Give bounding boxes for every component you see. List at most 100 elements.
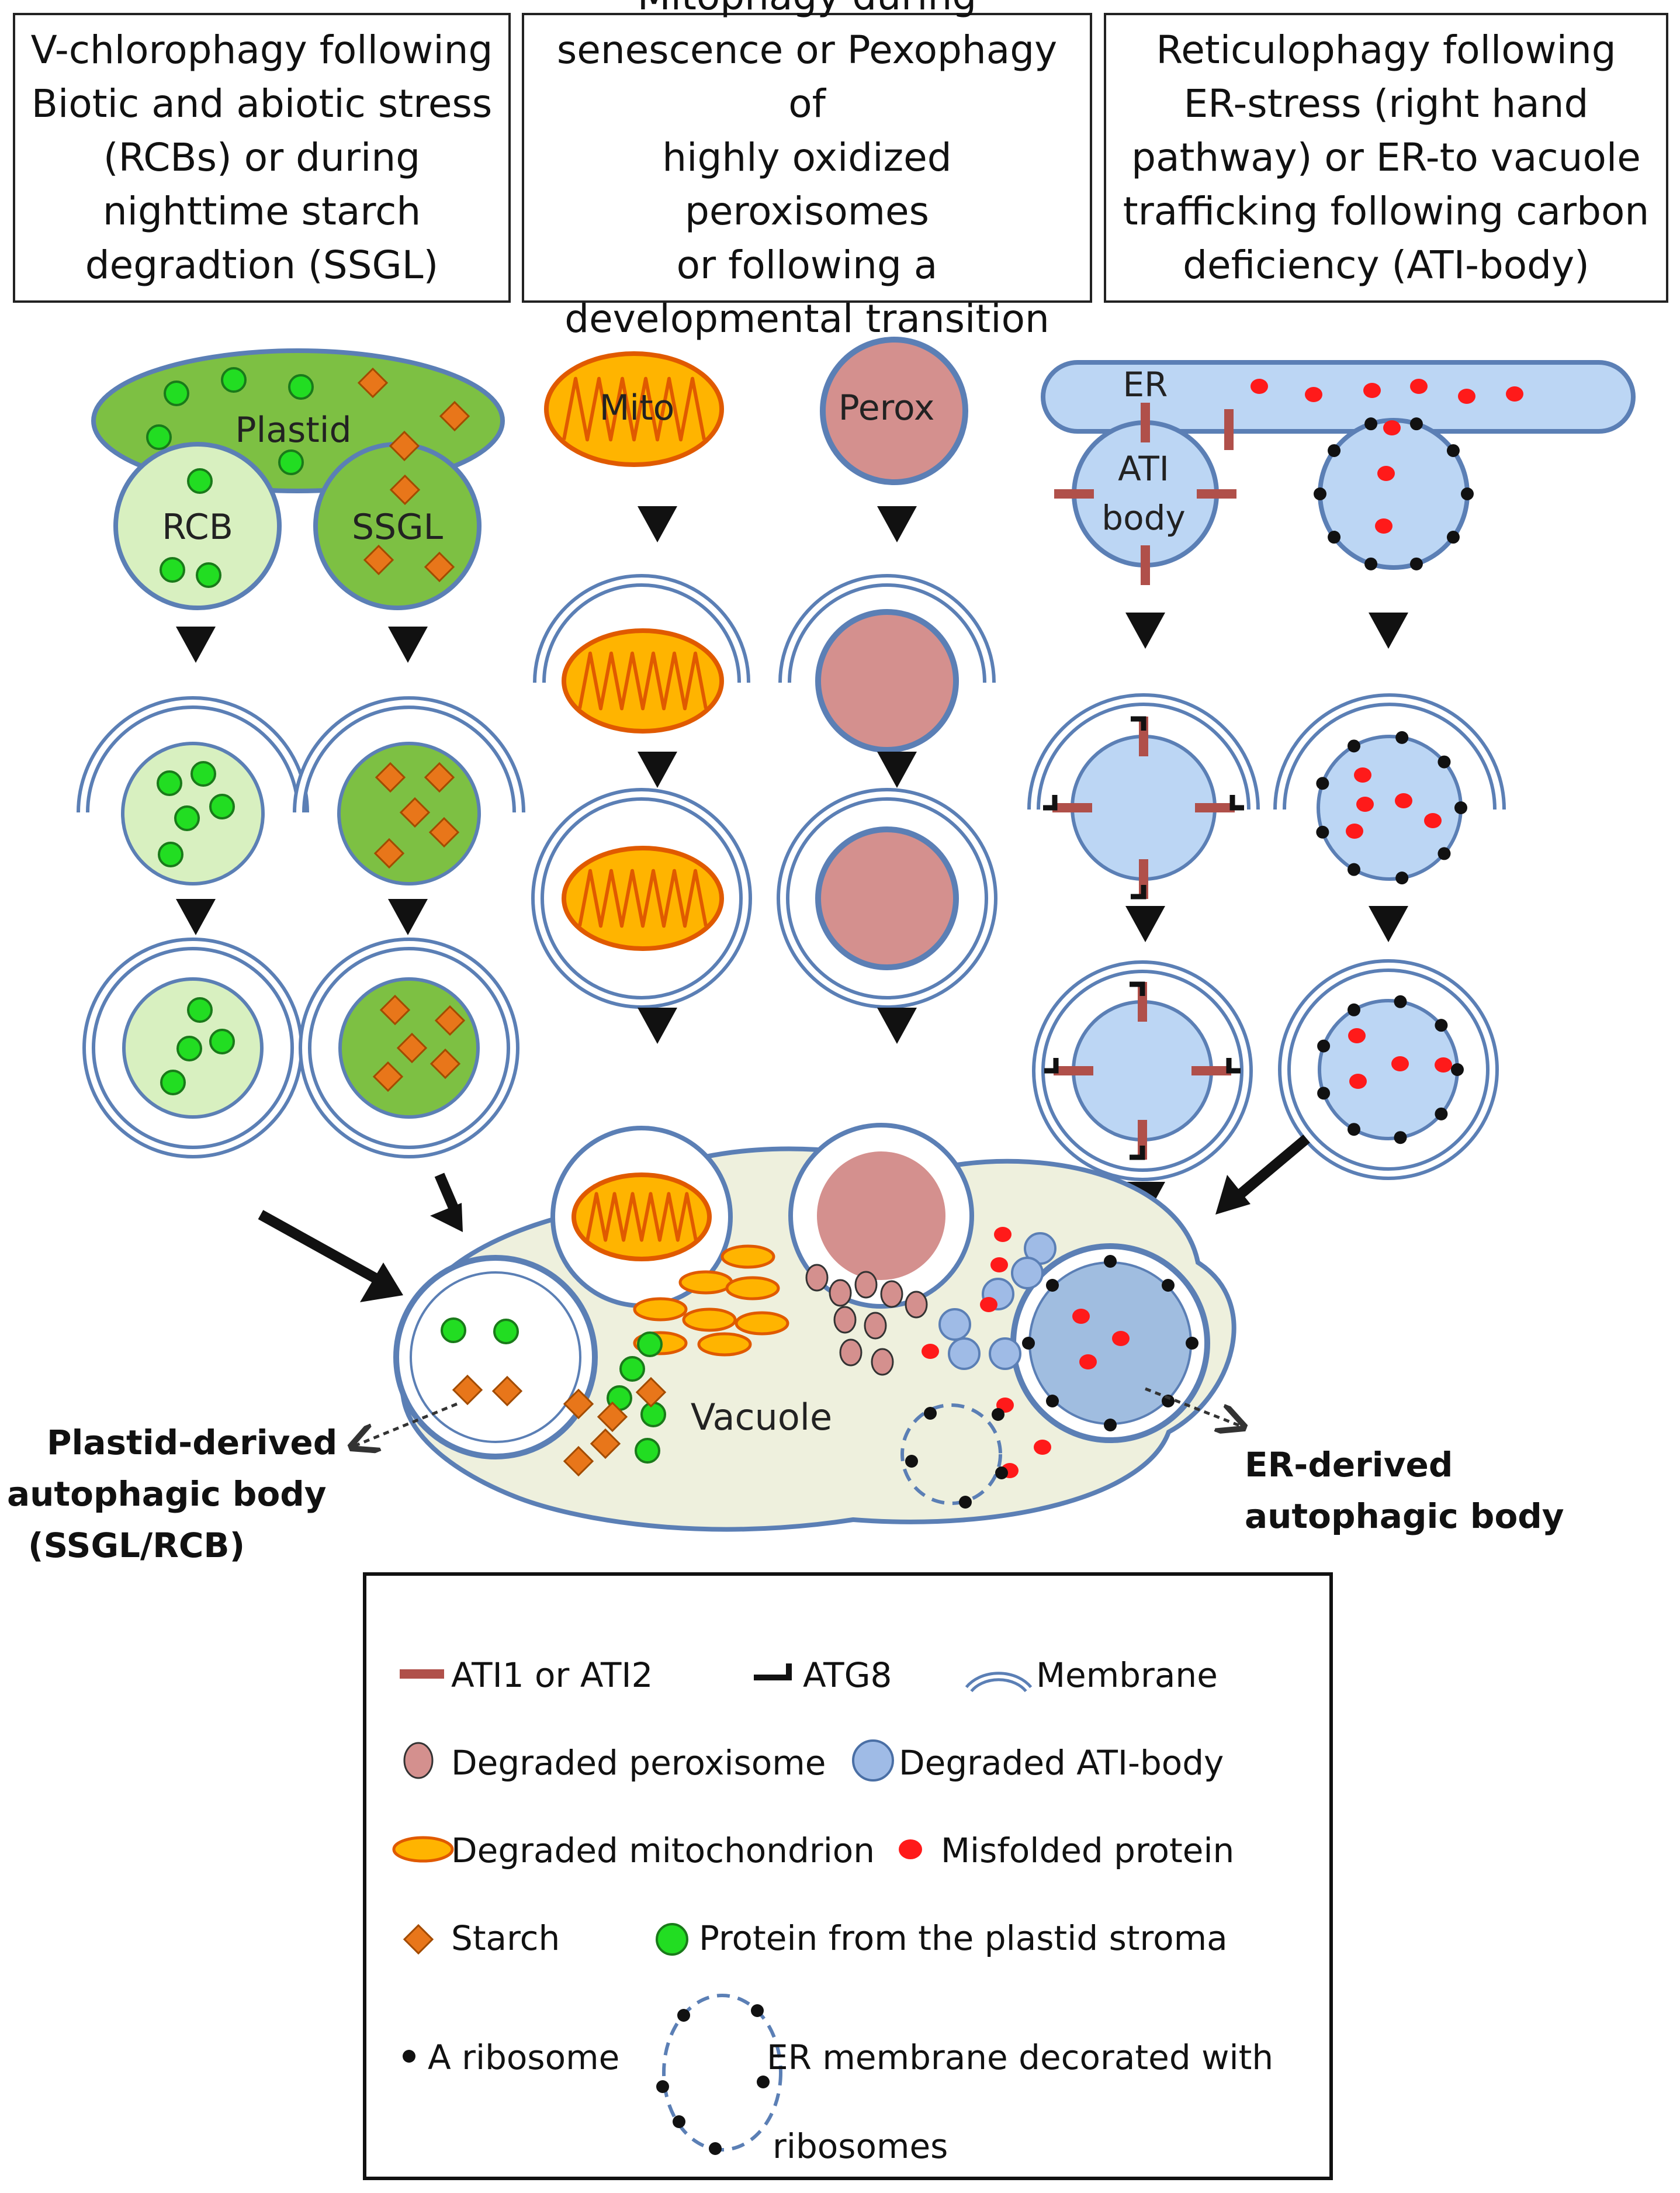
degraded-peroxisome	[880, 1280, 903, 1308]
misfolded-protein	[1424, 813, 1442, 828]
mitochondrion-cristae	[586, 1192, 698, 1242]
degraded-peroxisome	[871, 1348, 894, 1376]
plastid-derived-callout-2: autophagic body	[7, 1474, 327, 1514]
ribosome	[1395, 871, 1409, 885]
starch-granule	[424, 762, 455, 793]
misfolded-protein	[1375, 518, 1393, 534]
diagram-scene	[77, 337, 1636, 2155]
legend-er-membrane-label-1: ER membrane decorated with	[767, 2038, 1273, 2077]
atg8-protein	[1226, 1058, 1241, 1074]
phagophore-membrane-gap	[1277, 697, 1502, 810]
starch-granule	[429, 1048, 461, 1080]
misfolded-protein	[922, 1344, 939, 1359]
ati-body	[1071, 735, 1217, 881]
ribosome	[1446, 444, 1460, 457]
legend-starch-label: Starch	[451, 1918, 560, 1958]
ati-label-line2: body	[1101, 498, 1185, 538]
legend-misfolded-protein	[899, 1839, 922, 1859]
ati-protein	[1195, 803, 1235, 812]
mitochondrion-cristae	[578, 869, 708, 928]
ribosome	[1409, 417, 1423, 431]
starch-granule	[491, 1375, 523, 1407]
ati-protein	[1054, 489, 1094, 499]
atg8-protein	[1229, 795, 1244, 811]
atg8-protein	[1044, 1058, 1059, 1074]
starch-granule	[635, 1376, 667, 1408]
down-arrow	[176, 899, 216, 935]
degraded-peroxisome	[839, 1338, 862, 1367]
stroma-protein	[288, 374, 314, 400]
ribosome	[403, 2050, 415, 2063]
ribosome	[959, 1496, 972, 1509]
ribosome	[1328, 531, 1341, 544]
ribosome	[1446, 531, 1460, 544]
degraded-mitochondrion	[633, 1297, 688, 1322]
ribosome	[995, 1466, 1008, 1479]
er-callout-arrow	[1145, 1387, 1241, 1426]
atg8-protein	[1130, 1146, 1145, 1160]
starch-granule	[372, 1061, 404, 1092]
stroma-protein	[187, 997, 213, 1023]
misfolded-protein	[1348, 1028, 1366, 1043]
phagophore-membrane-gap	[536, 577, 747, 683]
misfolded-protein	[1363, 383, 1381, 398]
phagophore-membrane-gap	[782, 577, 992, 683]
legend-deg-mito-label: Degraded mitochondrion	[451, 1831, 875, 1870]
ribosome	[1317, 1039, 1331, 1053]
legend-degraded-mitochondrion	[392, 1836, 454, 1863]
ribosome	[992, 1408, 1004, 1421]
ribosome	[905, 1455, 918, 1468]
ati-protein	[1054, 1066, 1093, 1075]
ribosome	[1364, 417, 1378, 431]
down-arrow	[1369, 613, 1408, 649]
stroma-protein	[640, 1402, 666, 1427]
misfolded-protein	[1377, 466, 1395, 481]
legend-ati-label: ATI1 or ATI2	[451, 1655, 653, 1695]
stroma-protein	[158, 842, 183, 867]
stroma-protein	[209, 794, 235, 819]
legend-degraded-ati-body	[852, 1739, 894, 1782]
plastid-derived-callout-3: (SSGL/RCB)	[28, 1526, 245, 1565]
misfolded-protein	[1112, 1331, 1130, 1346]
ribosome	[1394, 1131, 1407, 1144]
er-membrane-fragment	[900, 1403, 1002, 1505]
autophagosome-membrane-gap	[86, 941, 300, 1155]
ribosome	[1348, 1123, 1360, 1136]
ribosome	[1451, 1063, 1464, 1076]
misfolded-protein	[1305, 387, 1322, 402]
peroxisome	[815, 826, 959, 970]
ribosome	[1435, 1107, 1448, 1120]
down-arrow	[638, 506, 677, 542]
ribosome	[1186, 1337, 1198, 1350]
degraded-ati-body	[989, 1337, 1021, 1370]
stroma-protein	[619, 1356, 645, 1382]
down-arrow	[176, 627, 216, 663]
ati-protein	[1141, 545, 1150, 585]
stroma-protein	[278, 449, 304, 475]
legend-atg8-symbol	[754, 1663, 792, 1680]
down-arrow	[1125, 906, 1165, 942]
starch-granule	[389, 474, 421, 506]
mitochondrion	[562, 846, 724, 951]
degraded-peroxisome	[805, 1264, 829, 1292]
degraded-mitochondrion	[735, 1311, 789, 1336]
misfolded-protein	[1383, 420, 1401, 435]
ribosome	[1437, 755, 1451, 769]
starch-granule	[373, 838, 405, 869]
atg8-protein	[1131, 885, 1146, 900]
ribosome	[1022, 1337, 1035, 1350]
misfolded-protein	[1354, 767, 1371, 783]
legend-deg-perox-label: Degraded peroxisome	[451, 1743, 826, 1783]
er-derived-callout-1: ER-derived	[1245, 1445, 1453, 1485]
atg8-protein	[1131, 716, 1146, 731]
legend-ribosome-label: A ribosome	[428, 2038, 619, 2077]
ati-body	[1072, 420, 1219, 568]
autophagosome-membrane-gap	[780, 791, 994, 1005]
stroma-protein	[493, 1319, 519, 1344]
starch-granule	[389, 430, 420, 462]
stroma-protein	[160, 557, 185, 583]
autophagosome-membrane-gap	[1035, 964, 1249, 1178]
rcb-body	[113, 442, 282, 610]
stroma-protein	[187, 468, 213, 494]
ribosome	[1046, 1394, 1059, 1407]
